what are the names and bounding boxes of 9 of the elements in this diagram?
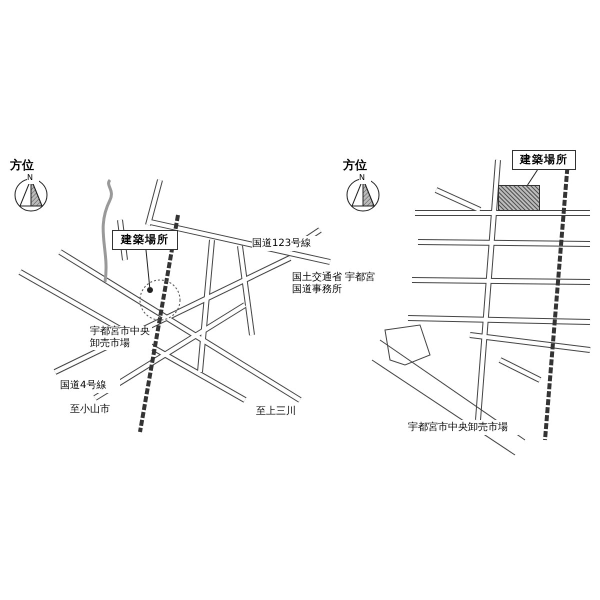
leader-line [527,170,538,186]
map-label: 宇都宮市中央卸売市場 [90,326,152,350]
site-label-box: 建築場所 [112,230,178,250]
leader-line [146,250,150,288]
site-label-box: 建築場所 [512,150,576,170]
map-label: 国道4号線 [60,378,120,393]
map-label: N [27,172,39,184]
site-area [498,185,540,211]
map-label: N [359,172,371,184]
